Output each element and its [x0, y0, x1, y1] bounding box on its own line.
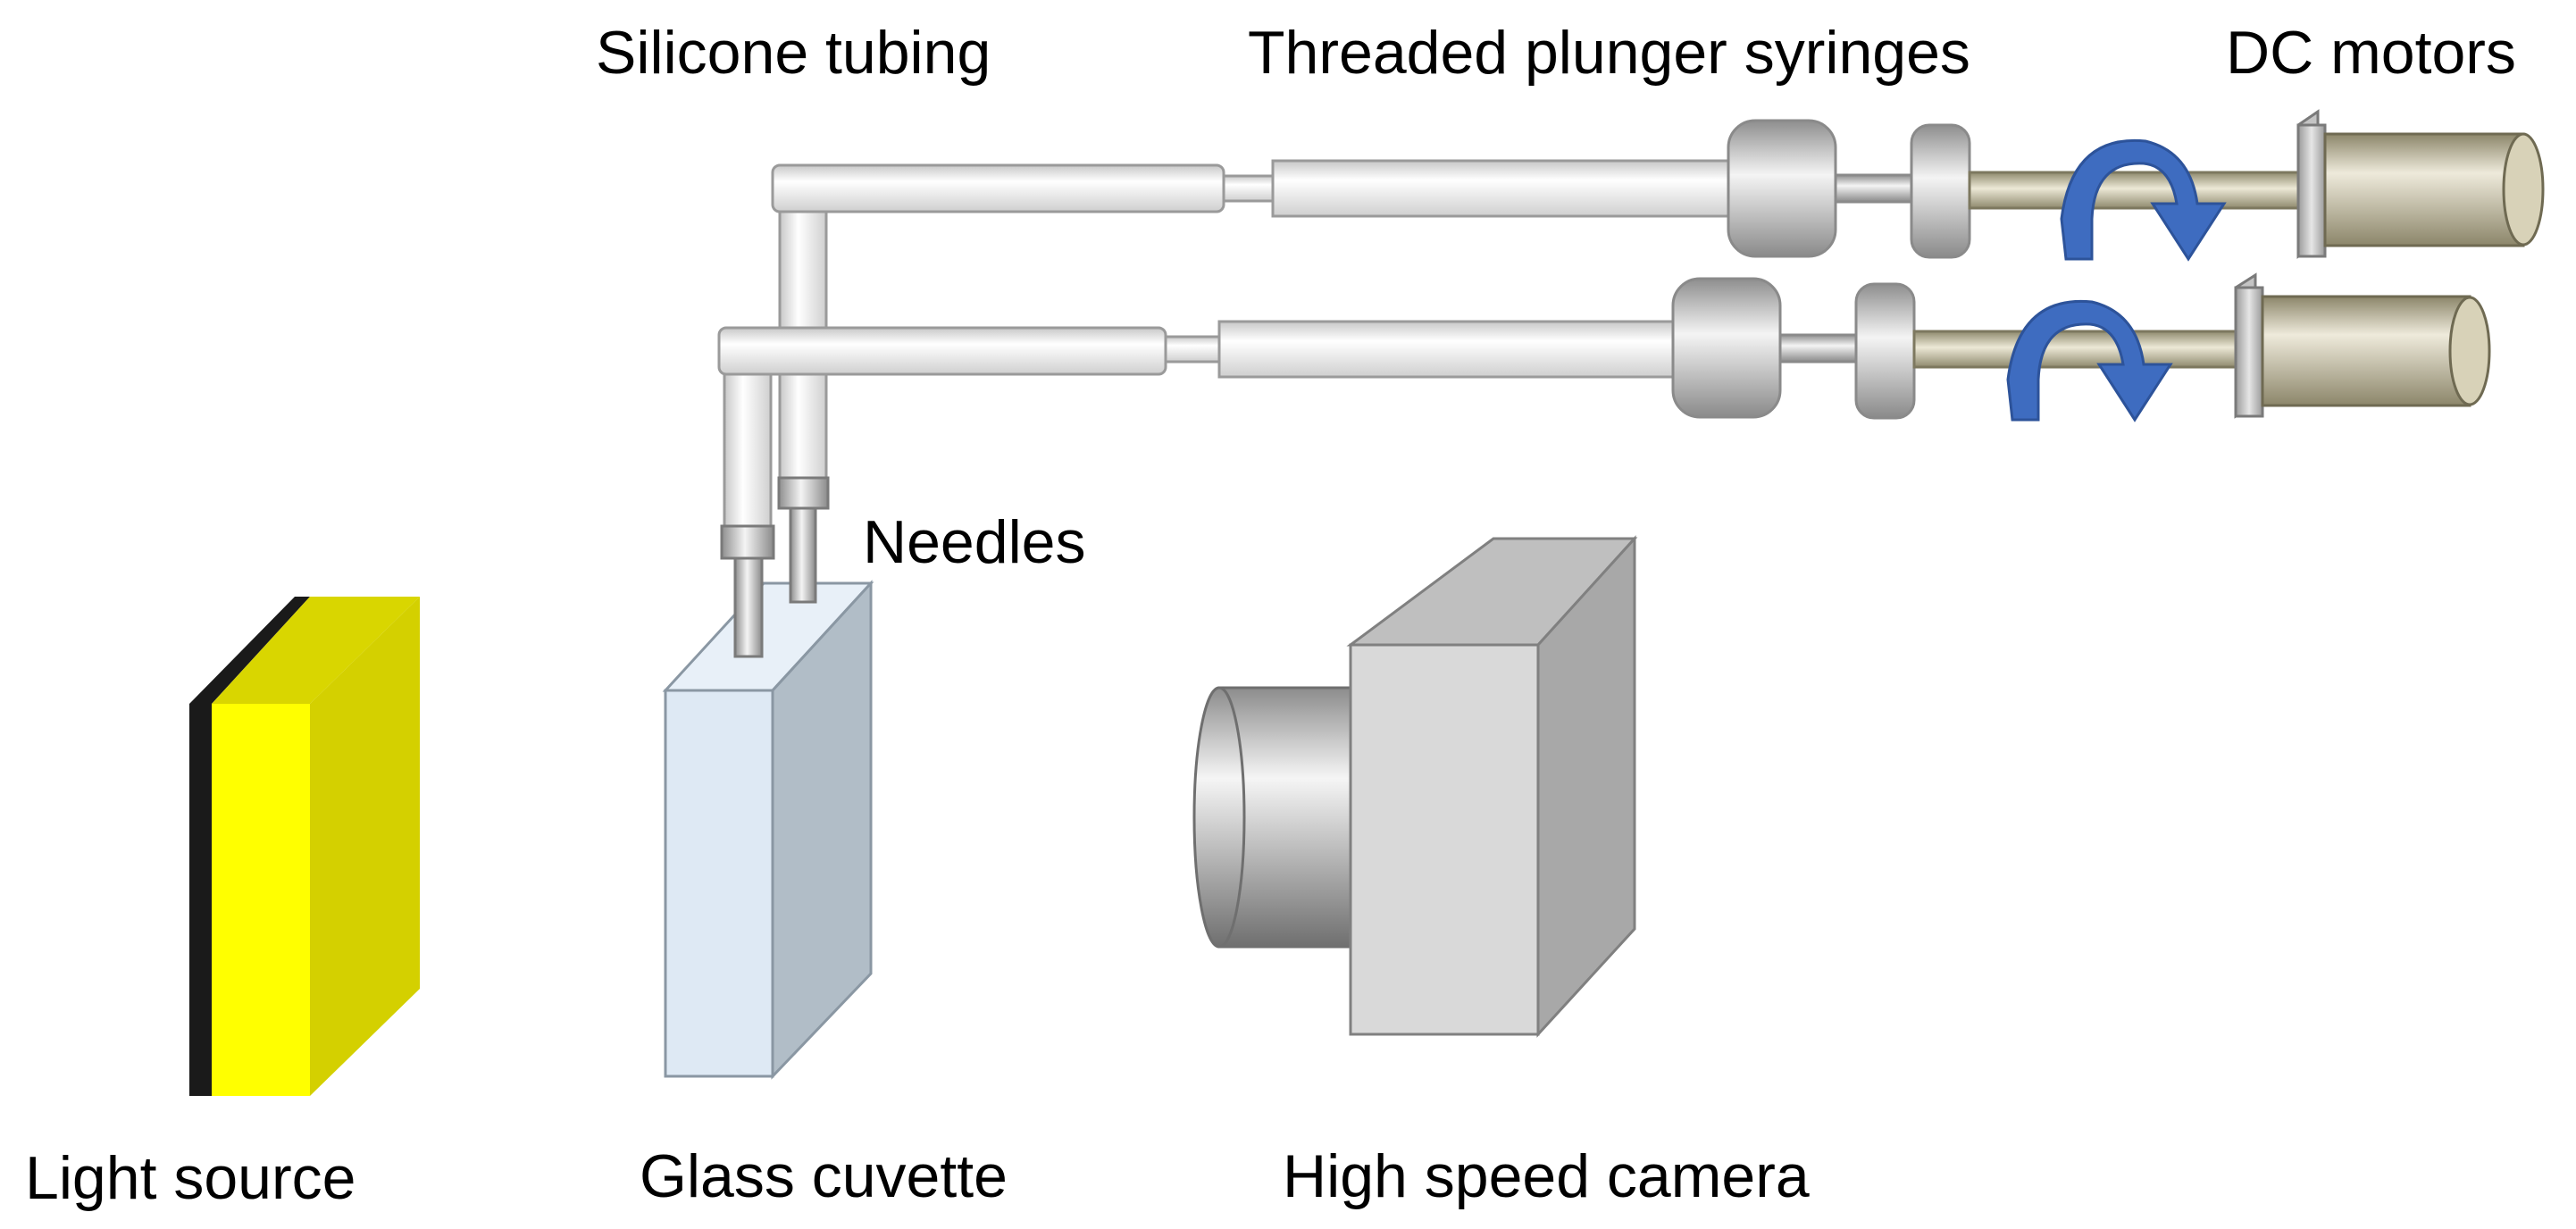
needle-back — [789, 506, 817, 604]
motor-mount-lower — [2234, 286, 2264, 418]
label-dc-motors: DC motors — [2226, 19, 2516, 87]
silicone-tube-upper — [771, 163, 1225, 213]
threaded-rod-lower — [1912, 330, 2246, 369]
syringe-assembly-upper — [771, 109, 2545, 486]
glass-cuvette — [662, 580, 874, 1080]
plunger-stem-lower — [1778, 333, 1858, 364]
motor-mount-upper — [2296, 123, 2327, 258]
threaded-rod-upper — [1968, 171, 2302, 210]
syringe-barrel-lower — [1217, 320, 1677, 379]
silicone-tube-lower-vertical — [723, 372, 773, 528]
dc-motor-lower-end — [2448, 296, 2491, 406]
label-glass-cuvette: Glass cuvette — [640, 1142, 1008, 1210]
syringe-flange-lower — [1671, 277, 1782, 419]
label-needles: Needles — [863, 508, 1086, 576]
rotation-arrow-icon — [2060, 138, 2227, 262]
light-source-top — [212, 597, 420, 704]
light-source — [189, 597, 420, 1096]
syringe-assembly-lower — [717, 272, 2491, 528]
tube-connector-lower — [1164, 335, 1221, 364]
light-source-back-edge — [189, 597, 310, 704]
dc-motor-upper — [2323, 132, 2525, 247]
plunger-disc-upper — [1910, 123, 1971, 259]
tube-connector-upper — [1222, 174, 1275, 203]
camera-front — [1349, 643, 1540, 1036]
label-syringes: Threaded plunger syringes — [1248, 19, 1970, 87]
cuvette-front — [664, 689, 774, 1078]
light-source-back — [189, 704, 212, 1096]
light-source-front — [212, 704, 310, 1096]
syringe-flange-upper — [1727, 119, 1837, 258]
label-camera: High speed camera — [1283, 1142, 1810, 1210]
plunger-disc-lower — [1854, 282, 1916, 420]
light-source-side — [310, 597, 420, 1096]
dc-motor-upper-end — [2502, 132, 2545, 247]
dc-motor-lower — [2261, 295, 2471, 407]
rotation-arrow-icon — [2006, 299, 2173, 422]
camera-lens-face — [1192, 686, 1246, 949]
needle-front — [733, 556, 764, 658]
high-speed-camera — [1192, 535, 1638, 1038]
needles — [720, 476, 830, 658]
needle-hub-back — [777, 476, 830, 510]
silicone-tube-lower — [717, 326, 1167, 376]
label-silicone-tubing: Silicone tubing — [596, 19, 991, 87]
label-light-source: Light source — [25, 1144, 355, 1212]
plunger-stem-upper — [1834, 173, 1913, 204]
needle-hub-front — [720, 524, 775, 560]
syringe-barrel-upper — [1271, 159, 1730, 218]
